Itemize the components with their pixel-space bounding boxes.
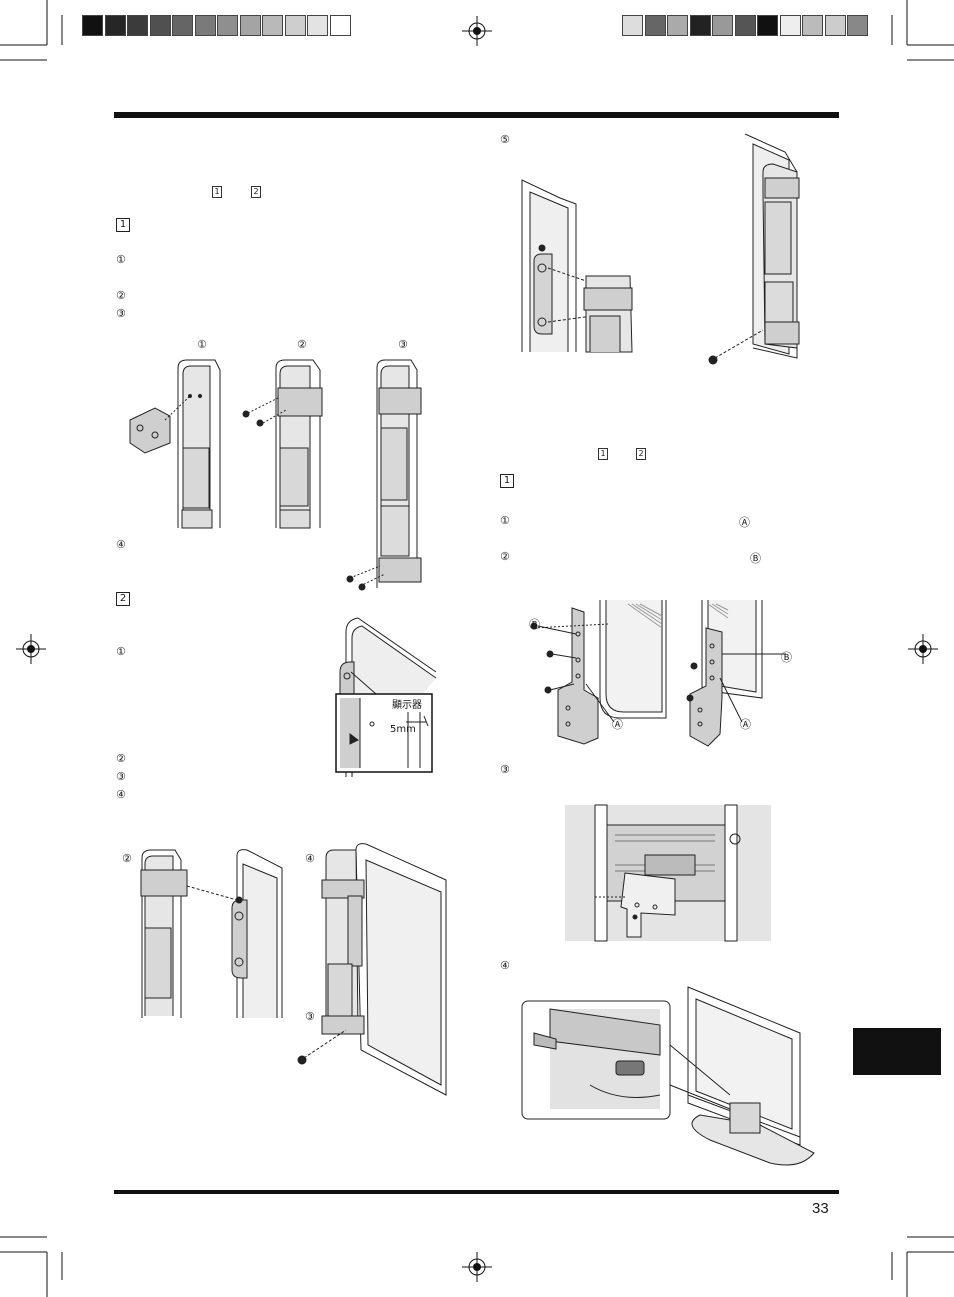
right-intro-step-ref-1: 1 xyxy=(598,448,608,460)
intro-step-ref-1: 1 xyxy=(212,186,222,198)
color-swatch xyxy=(757,15,778,36)
color-swatch xyxy=(644,15,666,36)
color-swatch xyxy=(622,15,643,36)
right-item-4: ④ xyxy=(500,959,510,972)
speaker-bracket-illustration-3 xyxy=(346,359,422,591)
color-swatch xyxy=(329,15,351,36)
right-item-1: ① xyxy=(500,514,510,527)
section-tab xyxy=(853,1028,941,1075)
registration-mark-left xyxy=(16,634,46,664)
assembled-speaker-display-illustration xyxy=(297,843,447,1096)
step-2-item-3: ③ xyxy=(116,770,126,783)
display-gap-inset-illustration xyxy=(335,617,437,777)
color-swatch xyxy=(667,15,688,36)
color-swatch xyxy=(104,15,126,36)
step-1-item-4: ④ xyxy=(116,538,126,551)
color-swatch xyxy=(712,15,733,36)
step-1-item-3: ③ xyxy=(116,307,126,320)
fig-label-1: ① xyxy=(197,338,207,351)
speaker-attached-display-illustration xyxy=(708,133,800,365)
bracket-to-display-illustration xyxy=(521,179,633,353)
callout-a-left: Ⓐ xyxy=(612,718,623,731)
step-2-item-1: ① xyxy=(116,645,126,658)
right-item-2: ② xyxy=(500,550,510,563)
color-swatch xyxy=(824,15,846,36)
color-swatch xyxy=(149,15,171,36)
color-swatch xyxy=(172,15,193,36)
registration-mark-bottom xyxy=(462,1252,492,1282)
stand-bracket-illustration-left xyxy=(530,600,667,745)
ref-b-text: Ⓑ xyxy=(750,552,761,565)
color-swatch xyxy=(239,15,261,36)
registration-mark-top xyxy=(462,16,492,46)
step-2-number: 2 xyxy=(116,592,130,606)
color-swatch xyxy=(779,15,801,36)
bottom-fig-label-4: ④ xyxy=(305,852,315,865)
step-1-item-1: ① xyxy=(116,253,126,266)
header-rule xyxy=(114,112,839,118)
color-swatch xyxy=(127,15,148,36)
speaker-bracket-illustration-2 xyxy=(242,359,323,529)
step-2-item-2: ② xyxy=(116,752,126,765)
right-step-1-number: 1 xyxy=(500,474,514,488)
display-on-stand-illustration xyxy=(521,986,815,1166)
bottom-fig-label-2: ② xyxy=(122,852,132,865)
step-1-item-2: ② xyxy=(116,289,126,302)
step-2-item-4: ④ xyxy=(116,788,126,801)
color-swatch xyxy=(262,15,283,36)
footer-rule xyxy=(114,1190,839,1194)
intro-step-ref-2: 2 xyxy=(251,186,261,198)
inset-display-label: 顯示器 xyxy=(392,700,422,711)
rear-bracket-illustration xyxy=(565,804,771,942)
callout-b-right: Ⓑ xyxy=(781,651,792,664)
speaker-bracket-illustration-1 xyxy=(129,359,221,529)
registration-mark-right xyxy=(908,634,938,664)
color-swatch xyxy=(217,15,238,36)
right-item-3: ③ xyxy=(500,763,510,776)
inset-gap-dimension: 5mm xyxy=(390,724,416,735)
color-swatch xyxy=(689,15,711,36)
color-swatch xyxy=(82,15,103,36)
color-swatch xyxy=(734,15,756,36)
stand-bracket-illustration-right xyxy=(686,600,786,747)
page-number: 33 xyxy=(812,1200,829,1217)
fig-label-3: ③ xyxy=(398,338,408,351)
color-swatch xyxy=(284,15,306,36)
ref-a-text: Ⓐ xyxy=(739,516,750,529)
step-item-5: ⑤ xyxy=(500,133,510,146)
color-swatch xyxy=(802,15,823,36)
color-swatch xyxy=(194,15,216,36)
callout-b-left: Ⓑ xyxy=(529,618,540,631)
color-swatch xyxy=(847,15,868,36)
speaker-to-display-illustration xyxy=(140,849,283,1018)
callout-a-right: Ⓐ xyxy=(740,718,751,731)
bottom-fig-label-3: ③ xyxy=(305,1010,315,1023)
right-intro-step-ref-2: 2 xyxy=(636,448,646,460)
fig-label-2: ② xyxy=(297,338,307,351)
step-1-number: 1 xyxy=(116,218,130,232)
color-swatch xyxy=(307,15,328,36)
